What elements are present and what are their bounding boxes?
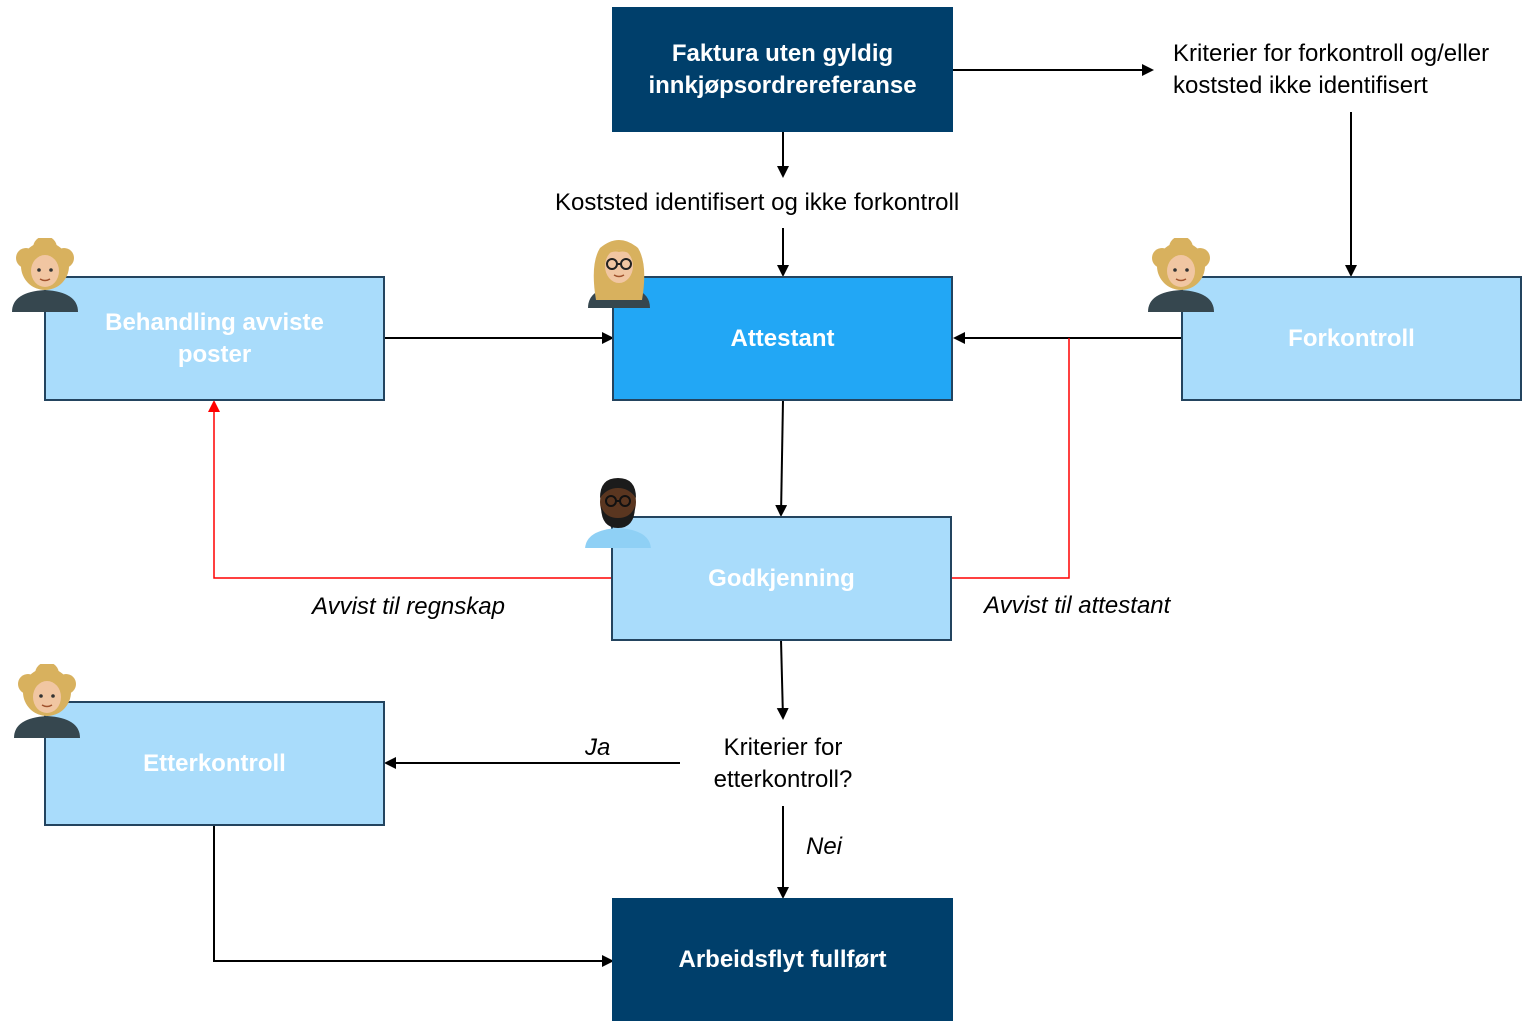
forkontroll-box: Forkontroll	[1181, 276, 1522, 401]
end-box: Arbeidsflyt fullført	[612, 898, 953, 1021]
attestant-box: Attestant	[612, 276, 953, 401]
godkjenning-box: Godkjenning	[611, 516, 952, 641]
arrow-attestant-to-godkjenning	[775, 399, 788, 517]
glasses-avatar-icon	[588, 240, 650, 308]
etterkontroll-box-label: Etterkontroll	[143, 749, 286, 777]
arrow-etterkontroll-to-end	[213, 825, 614, 967]
criteria-forkontroll-label: Kriterier for forkontroll og/eller kosts…	[1173, 40, 1490, 99]
forkontroll-box-label: Forkontroll	[1288, 324, 1415, 352]
curly-hair-avatar-icon	[1148, 238, 1214, 312]
avvist-attestant-label: Avvist til attestant	[984, 592, 1171, 619]
godkjenning-box-label: Godkjenning	[708, 564, 855, 592]
koststed-label: Koststed identifisert og ikke forkontrol…	[555, 189, 960, 216]
etterkontroll-box: Etterkontroll	[44, 701, 385, 826]
behandling-box: Behandling avviste poster	[44, 276, 385, 401]
arrow-godkjenning-to-criteria	[776, 639, 789, 720]
avvist-regnskap-label: Avvist til regnskap	[312, 593, 505, 620]
reject-to-regnskap-line	[208, 400, 612, 579]
curly-hair-avatar-icon	[12, 238, 78, 312]
reject-to-attestant-line	[950, 338, 1070, 579]
behandling-box-label: Behandling avviste poster	[105, 308, 324, 368]
ja-label: Ja	[585, 734, 611, 761]
attestant-box-label: Attestant	[730, 324, 835, 352]
start-box: Faktura uten gyldig innkjøpsordrereferan…	[612, 7, 953, 132]
curly-hair-avatar-icon	[14, 664, 80, 738]
end-box-label: Arbeidsflyt fullført	[678, 945, 887, 973]
start-box-label: Faktura uten gyldig innkjøpsordrereferan…	[648, 39, 917, 99]
kriterier-etterkontroll-label: Kriterier for etterkontroll?	[713, 734, 853, 793]
nei-label: Nei	[806, 833, 843, 860]
bearded-avatar-icon	[585, 478, 651, 548]
